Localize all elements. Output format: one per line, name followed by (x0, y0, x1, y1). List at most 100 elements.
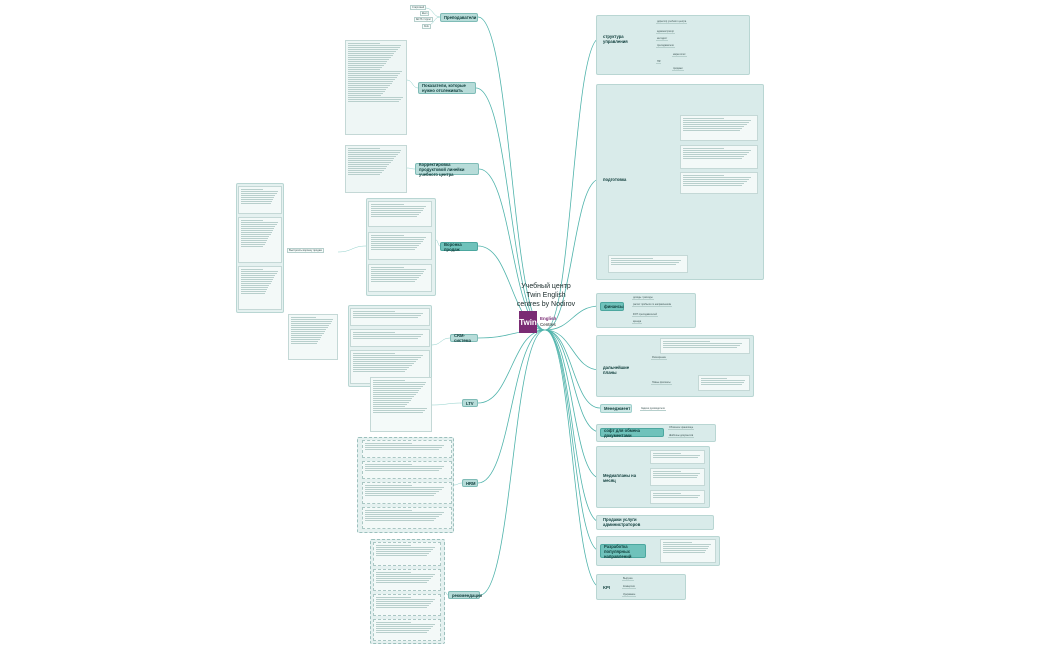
topic-kpi[interactable]: KPI (603, 584, 610, 590)
note-line (348, 55, 393, 56)
note-line (348, 164, 390, 165)
note-line (371, 271, 425, 272)
topic-preparation[interactable]: подготовка (603, 176, 627, 182)
note-line (241, 281, 272, 282)
topic-plans[interactable]: дальнейшие планы (603, 365, 630, 375)
note-line (348, 49, 398, 50)
directions-notes (660, 539, 716, 563)
note-line (373, 388, 422, 389)
topic-sales-funnel[interactable]: Воронка продаж (440, 242, 478, 252)
metrics-notes (345, 40, 407, 135)
preparation-notes (680, 145, 758, 169)
connector-line (544, 37, 601, 331)
note-line (683, 120, 752, 121)
docs-item: Облачное хранилище (668, 426, 695, 430)
topic-management[interactable]: Менеджмент (600, 404, 632, 413)
connector-line (544, 305, 601, 331)
note-line (683, 181, 747, 182)
logo-line-2: Centres (540, 322, 556, 327)
note-line (683, 118, 724, 119)
note-line (348, 47, 400, 48)
note-line (348, 97, 403, 98)
topic-directions[interactable]: Разработка популярных направлений (600, 544, 646, 559)
note-line (348, 89, 387, 90)
note-line (241, 275, 276, 276)
note-line (376, 545, 412, 546)
note-line (701, 380, 746, 381)
note-line (653, 495, 700, 496)
note-line (241, 269, 263, 270)
note-line (365, 516, 439, 517)
note-line (348, 71, 402, 72)
topic-crm[interactable]: CRM-система (450, 333, 478, 343)
note-line (291, 319, 334, 320)
connector-line (479, 329, 546, 596)
branch-line (337, 245, 367, 253)
note-line (373, 406, 406, 407)
note-line (371, 249, 416, 250)
note-line (291, 343, 317, 344)
note-line (241, 230, 273, 231)
note-line (291, 335, 323, 336)
note-line (365, 512, 445, 513)
note-line (348, 158, 395, 159)
note-line (348, 63, 386, 64)
note-line (376, 578, 432, 579)
note-line (241, 199, 273, 200)
structure-item: маркетолог (672, 53, 687, 57)
note-line (365, 489, 442, 490)
branch-line (406, 167, 416, 170)
note-line (348, 160, 393, 161)
topic-media-plans[interactable]: Медиапланы на месяц (603, 473, 637, 483)
topic-finance[interactable]: финансы (600, 302, 624, 311)
kpi-item: Выручка (622, 577, 634, 581)
note-line (683, 130, 740, 131)
note-line (373, 410, 426, 411)
branch-line (431, 402, 463, 406)
note-line (365, 449, 439, 450)
note-line (376, 626, 433, 627)
note-line (683, 148, 724, 149)
note-line (373, 398, 413, 399)
note-line (365, 464, 413, 465)
note-line (373, 394, 416, 395)
topic-teachers[interactable]: Преподаватели (440, 13, 478, 22)
note-line (371, 279, 418, 280)
note-line (376, 630, 430, 631)
topic-product-line[interactable]: Корректировка продуктовой линейки учебно… (415, 162, 479, 177)
note-line (663, 341, 711, 342)
preparation-notes (680, 115, 758, 141)
note-line (241, 293, 265, 294)
note-line (241, 291, 266, 292)
ltv-notes (370, 377, 432, 432)
note-line (353, 338, 419, 339)
note-line (376, 601, 433, 602)
preparation-notes (608, 255, 688, 273)
note-line (241, 197, 275, 198)
note-line (376, 572, 412, 573)
note-line (241, 220, 263, 221)
connector-line (544, 329, 601, 433)
topic-structure[interactable]: структура управления (603, 33, 628, 44)
topic-recommendations[interactable]: рекомендации (448, 591, 482, 599)
note-line (371, 214, 419, 215)
note-line (373, 400, 411, 401)
note-line (683, 179, 749, 180)
structure-item: преподаватели (656, 44, 675, 48)
note-line (365, 445, 445, 446)
note-line (371, 275, 421, 276)
hrm-notes (362, 461, 452, 479)
note-line (348, 154, 398, 155)
note-line (373, 404, 408, 405)
note-line (348, 148, 380, 149)
note-line (371, 206, 427, 207)
note-line (701, 384, 743, 385)
note-line (353, 311, 395, 312)
topic-ltv[interactable]: LTV (462, 399, 478, 407)
topic-hrm[interactable]: HRM (462, 479, 478, 487)
preparation-notes (680, 172, 758, 194)
topic-metrics[interactable]: Показатели, которые нужно отслеживать (418, 82, 476, 94)
topic-docs[interactable]: софт для обмена документами (600, 428, 664, 438)
topic-admin-sales[interactable]: Продажи услуги администраторов (603, 517, 641, 527)
note-line (348, 150, 402, 151)
